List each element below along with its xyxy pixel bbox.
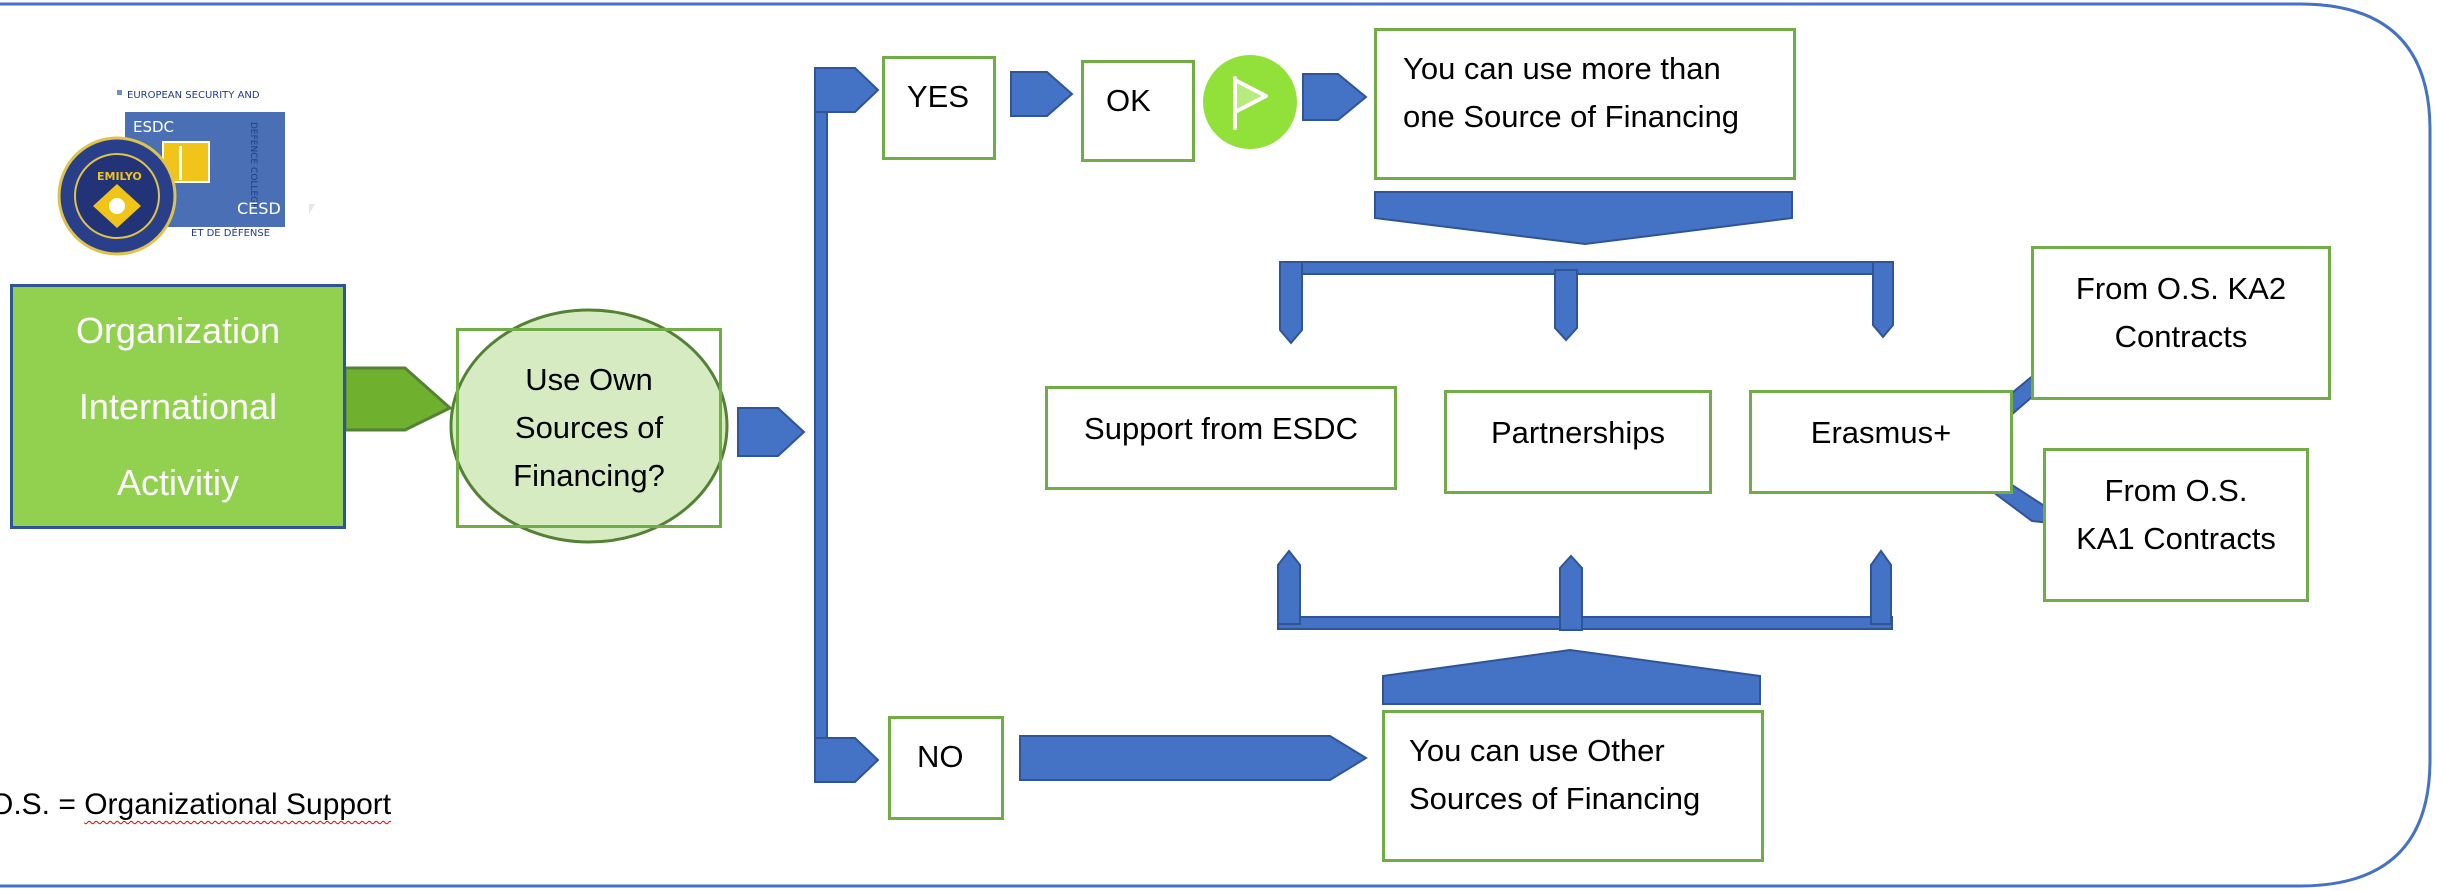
ok-box: OK bbox=[1081, 60, 1195, 162]
other-sources-up-chevron bbox=[1382, 648, 1761, 705]
svg-text:EUROPEAN SECURITY AND: EUROPEAN SECURITY AND bbox=[127, 90, 260, 101]
logo-esdc-emilyo: EUROPEAN SECURITY AND DEFENCE COLLEGE ET… bbox=[57, 90, 315, 256]
arrow-yes-to-ok bbox=[1010, 71, 1074, 117]
question-text: Use Own Sources of Financing? bbox=[450, 312, 728, 544]
other-sources-line-2: Sources of Financing bbox=[1409, 781, 1701, 816]
question-line-3: Financing? bbox=[513, 458, 665, 493]
question-line-2: Sources of bbox=[514, 410, 664, 445]
other-sources-box: You can use Other Sources of Financing bbox=[1382, 710, 1764, 862]
ka2-line-2: Contracts bbox=[2114, 319, 2248, 354]
svg-text:EMILYO: EMILYO bbox=[97, 170, 142, 183]
support-esdc-label: Support from ESDC bbox=[1084, 411, 1358, 446]
branch-arrow-yes bbox=[814, 67, 880, 113]
ka2-line-1: From O.S. KA2 bbox=[2075, 271, 2287, 306]
support-esdc-box: Support from ESDC bbox=[1045, 386, 1397, 490]
question-ellipse bbox=[449, 308, 729, 544]
ka2-box: From O.S. KA2 Contracts bbox=[2031, 246, 2331, 400]
footnote-term: Organizational Support bbox=[84, 788, 392, 821]
other-sources-line-1: You can use Other bbox=[1409, 733, 1665, 768]
question-box bbox=[456, 328, 722, 528]
svg-text:ET DE DÉFENSE: ET DE DÉFENSE bbox=[191, 226, 270, 239]
ok-label: OK bbox=[1106, 83, 1151, 118]
origin-line-1: Organization bbox=[75, 310, 281, 351]
origin-box: Organization International Activitiy bbox=[10, 284, 346, 529]
origin-line-3: Activitiy bbox=[116, 462, 239, 503]
footnote-prefix: O.S. = bbox=[0, 788, 76, 821]
yes-box: YES bbox=[882, 56, 996, 160]
svg-text:CESD: CESD bbox=[237, 199, 281, 218]
erasmus-box: Erasmus+ bbox=[1749, 390, 2013, 494]
top-bracket-leg-right bbox=[1872, 261, 1894, 339]
branch-arrow-no bbox=[814, 737, 880, 783]
more-sources-line-2: one Source of Financing bbox=[1403, 99, 1740, 134]
yes-label: YES bbox=[907, 79, 970, 114]
arrow-flag-to-more-sources bbox=[1302, 73, 1368, 121]
branch-bar bbox=[814, 67, 828, 783]
footnote: O.S. = Organizational Support bbox=[0, 788, 391, 822]
flag-icon bbox=[1233, 76, 1268, 130]
top-bracket-bar bbox=[1279, 261, 1893, 275]
ka1-line-1: From O.S. bbox=[2104, 473, 2248, 508]
more-sources-down-chevron bbox=[1374, 191, 1793, 246]
svg-text:ESDC: ESDC bbox=[133, 118, 174, 136]
partnerships-label: Partnerships bbox=[1490, 415, 1666, 450]
more-sources-line-1: You can use more than bbox=[1403, 51, 1721, 86]
arrow-no-to-other-sources bbox=[1019, 735, 1368, 781]
ka1-line-2: KA1 Contracts bbox=[2076, 521, 2276, 556]
svg-text:DEFENCE COLLEGE: DEFENCE COLLEGE bbox=[248, 122, 258, 209]
no-box: NO bbox=[888, 716, 1004, 820]
bottom-bracket-bar bbox=[1277, 616, 1893, 630]
arrow-origin-to-question bbox=[343, 366, 453, 432]
more-sources-box: You can use more than one Source of Fina… bbox=[1374, 28, 1796, 180]
origin-line-2: International bbox=[78, 386, 278, 427]
bottom-bracket-leg-right bbox=[1870, 549, 1892, 625]
no-label: NO bbox=[917, 739, 964, 774]
top-bracket-leg-middle bbox=[1554, 269, 1578, 342]
partnerships-box: Partnerships bbox=[1444, 390, 1712, 494]
bottom-bracket-leg-middle bbox=[1559, 554, 1583, 631]
arrow-question-to-branch bbox=[737, 407, 806, 457]
top-bracket-leg-left bbox=[1279, 261, 1303, 345]
ka1-box: From O.S. KA1 Contracts bbox=[2043, 448, 2309, 602]
bottom-bracket-leg-left bbox=[1277, 549, 1301, 625]
question-line-1: Use Own bbox=[525, 362, 653, 397]
flag-circle bbox=[1203, 55, 1297, 149]
erasmus-label: Erasmus+ bbox=[1810, 415, 1952, 450]
